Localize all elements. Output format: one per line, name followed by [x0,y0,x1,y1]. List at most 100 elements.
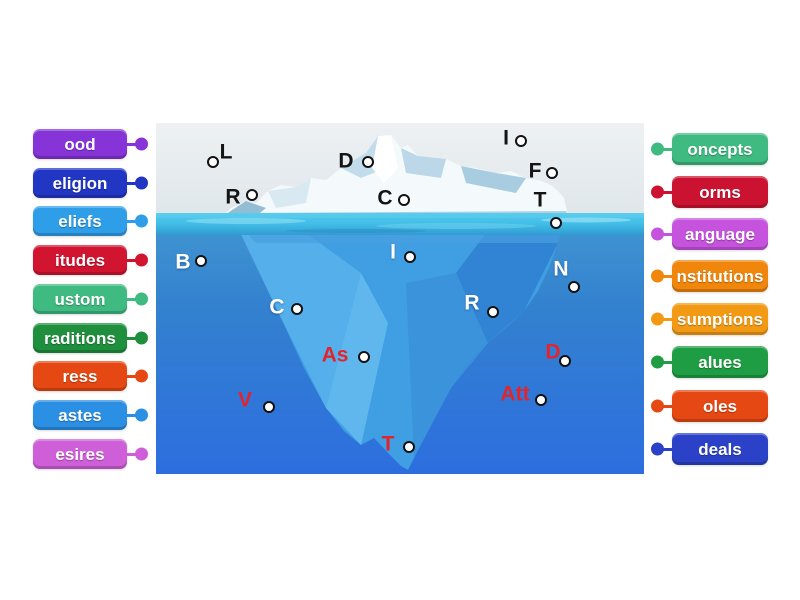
label-text: esires [55,444,105,464]
right-label-nstitutions[interactable]: nstitutions [651,260,768,292]
connector-stub [659,147,672,151]
pin-dot-I-mid[interactable] [404,251,416,263]
connector-dot [135,137,148,151]
connector-dot [651,269,664,283]
connector-stub [659,447,672,451]
right-label-anguage[interactable]: anguage [651,218,768,250]
connector-dot [135,331,148,345]
connector-stub [659,360,672,364]
label-text: ress [62,366,98,386]
connector-stub [127,142,140,146]
connector-stub [127,181,140,185]
label-box: nstitutions [651,260,768,292]
right-label-orms[interactable]: orms [651,176,768,208]
pin-dot-As-deep[interactable] [358,351,370,363]
connector-dot [651,442,664,456]
label-box: esires [33,439,148,469]
pin-dot-I-top[interactable] [515,135,527,147]
label-box: oncepts [651,133,768,165]
pin-dot-N-mid[interactable] [568,281,580,293]
pin-letter-R-mid: R [464,291,480,315]
pin-dot-L-top[interactable] [207,156,219,168]
label-text: anguage [685,224,755,244]
pin-dot-B-mid[interactable] [195,255,207,267]
connector-stub [659,232,672,236]
label-box: oles [651,390,768,422]
iceberg-image: L D I R C F T B I N C R As D V Att T [156,123,644,474]
iceberg-illustration [156,123,644,474]
pin-dot-T-top[interactable] [550,217,562,229]
pin-dot-C-mid[interactable] [291,303,303,315]
right-label-oncepts[interactable]: oncepts [651,133,768,165]
pin-letter-As-deep: As [321,343,349,367]
connector-stub [659,190,672,194]
label-text: nstitutions [676,266,764,286]
label-text: eliefs [58,211,102,231]
pin-letter-D-top: D [338,149,354,173]
label-text: orms [699,182,741,202]
label-box: raditions [33,323,148,353]
connector-dot [651,399,664,413]
label-box: eliefs [33,206,148,236]
left-label-astes[interactable]: astes [33,400,148,430]
left-label-ood[interactable]: ood [33,129,148,159]
label-box: ustom [33,284,148,314]
connector-dot [135,447,148,461]
pin-letter-Att-deep: Att [500,382,530,406]
label-box: sumptions [651,303,768,335]
pin-dot-F-top[interactable] [546,167,558,179]
pin-dot-C-top[interactable] [398,194,410,206]
connector-dot [135,408,148,422]
connector-stub [127,219,140,223]
label-text: itudes [54,250,106,270]
label-text: alues [698,352,742,372]
left-label-raditions[interactable]: raditions [33,323,148,353]
pin-dot-D-deep[interactable] [559,355,571,367]
pin-letter-D-deep: D [545,340,561,364]
connector-stub [127,374,140,378]
connector-stub [659,317,672,321]
pin-dot-Att-deep[interactable] [535,394,547,406]
connector-dot [135,292,148,306]
pin-letter-I-mid: I [390,240,396,264]
label-box: deals [651,433,768,465]
pin-dot-T-deep[interactable] [403,441,415,453]
pin-letter-C-top: C [377,186,393,210]
left-label-esires[interactable]: esires [33,439,148,469]
label-text: raditions [44,328,116,348]
pin-dot-D-top[interactable] [362,156,374,168]
pin-letter-C-mid: C [269,295,285,319]
label-text: oncepts [687,139,753,159]
pin-dot-V-deep[interactable] [263,401,275,413]
right-label-alues[interactable]: alues [651,346,768,378]
label-box: alues [651,346,768,378]
pin-letter-I-top: I [503,126,509,150]
label-box: ood [33,129,148,159]
connector-dot [135,253,148,267]
label-box: orms [651,176,768,208]
left-label-itudes[interactable]: itudes [33,245,148,275]
left-label-ustom[interactable]: ustom [33,284,148,314]
right-label-oles[interactable]: oles [651,390,768,422]
pin-dot-R-mid[interactable] [487,306,499,318]
right-label-deals[interactable]: deals [651,433,768,465]
pin-dot-R-top[interactable] [246,189,258,201]
pin-letter-F-top: F [528,159,542,183]
connector-dot [135,369,148,383]
pin-letter-B-mid: B [175,250,191,274]
left-label-ress[interactable]: ress [33,361,148,391]
connector-stub [127,336,140,340]
connector-stub [127,413,140,417]
connector-stub [659,274,672,278]
connector-stub [659,404,672,408]
label-text: ood [64,134,96,154]
pin-letter-T-deep: T [381,432,395,456]
right-label-sumptions[interactable]: sumptions [651,303,768,335]
connector-dot [651,142,664,156]
label-text: astes [58,405,102,425]
left-label-eliefs[interactable]: eliefs [33,206,148,236]
connector-dot [135,214,148,228]
connector-dot [651,185,664,199]
connector-dot [135,176,148,190]
left-label-eligion[interactable]: eligion [33,168,148,198]
